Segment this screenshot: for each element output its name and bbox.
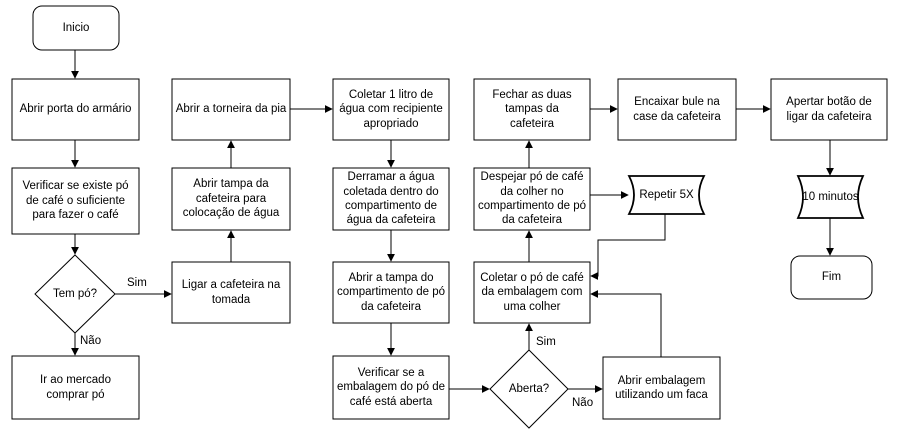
edge-label-sim-aberta: Sim <box>534 335 558 349</box>
node-fechar-tampas-shape <box>473 78 591 141</box>
node-abrir-tampa-po-shape <box>332 261 450 324</box>
node-inicio-shape <box>32 5 120 51</box>
node-aberta-shape <box>489 349 569 429</box>
node-coletar-po-shape <box>473 261 591 324</box>
node-despejar-po-shape <box>473 167 591 231</box>
edge-label-sim-tem-po: Sim <box>125 276 149 290</box>
node-abrir-tampa-agua-shape <box>171 167 291 231</box>
node-apertar-botao-shape <box>770 78 888 141</box>
node-fim-shape <box>790 255 873 300</box>
node-derramar-agua-shape <box>332 167 450 231</box>
node-verificar-embalagem-shape <box>332 355 450 420</box>
edge-label-nao-aberta: Não <box>570 396 596 410</box>
node-ligar-cafeteira-shape <box>171 261 291 324</box>
node-encaixar-bule-shape <box>617 78 737 141</box>
edge-label-nao-tem-po: Não <box>78 334 104 348</box>
node-dez-minutos-shape <box>796 175 865 219</box>
node-abrir-porta-shape <box>11 78 140 141</box>
node-tem-po-shape <box>34 254 116 334</box>
node-coletar-agua-shape <box>332 78 450 141</box>
node-repetir-shape <box>627 175 706 215</box>
node-verificar-po-shape <box>11 167 140 235</box>
node-abrir-torneira-shape <box>171 78 291 141</box>
edge-repetir-coletar-po <box>590 214 666 280</box>
node-ir-mercado-shape <box>11 355 140 420</box>
edge-abrir-embalagem-coletar-po <box>590 290 662 357</box>
node-abrir-embalagem-shape <box>602 356 721 420</box>
